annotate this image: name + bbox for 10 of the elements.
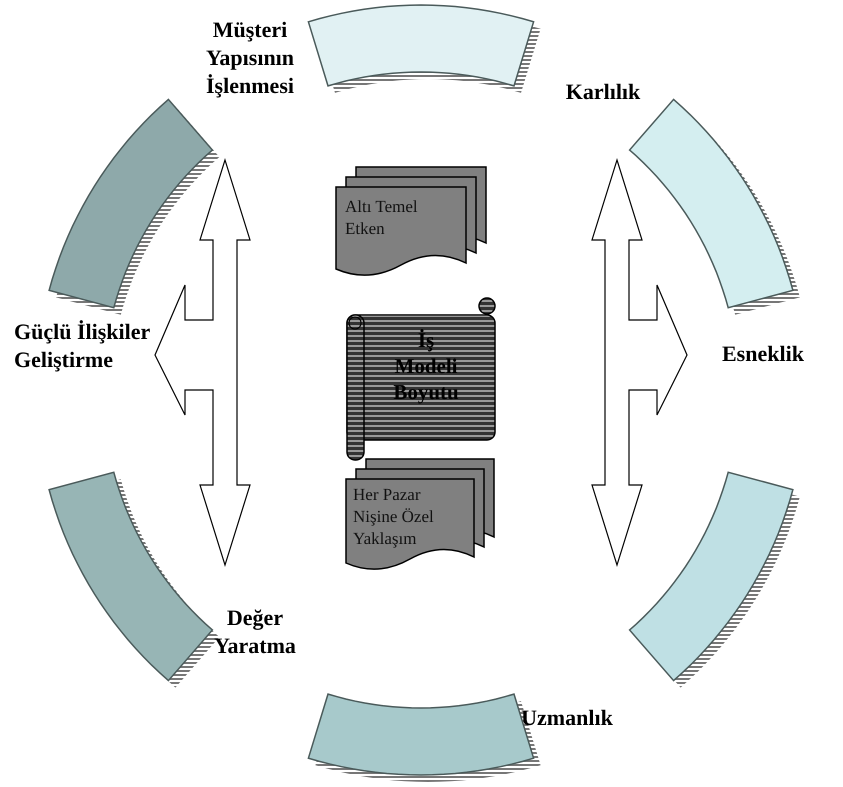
category-label: Karlılık	[564, 78, 642, 106]
arc-segment	[628, 98, 801, 316]
arc-segment	[307, 4, 542, 94]
category-label: Uzmanlık	[520, 704, 614, 732]
arc-segment	[48, 98, 221, 316]
arc-segment	[628, 471, 801, 689]
category-label: Güçlü İlişkiler Geliştirme	[14, 318, 151, 374]
category-label: Değer Yaratma	[213, 604, 297, 660]
category-label: Esneklik	[722, 340, 805, 368]
category-label: Müşteri Yapısının İşlenmesi	[204, 16, 296, 100]
